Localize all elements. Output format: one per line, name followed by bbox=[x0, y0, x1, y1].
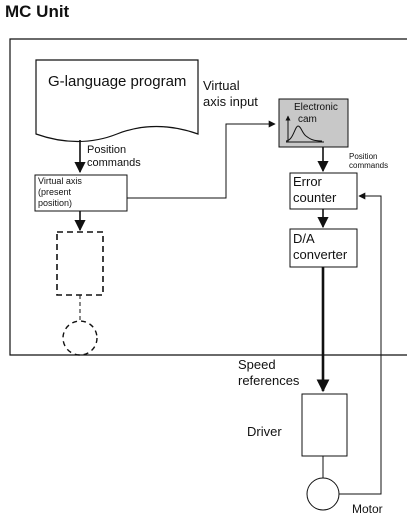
speed-references-label-1: Speed bbox=[238, 357, 276, 372]
feedback-line bbox=[339, 192, 382, 495]
driver-label: Driver bbox=[247, 424, 282, 439]
cam-profile-icon bbox=[285, 115, 324, 143]
virtual-axis-label-2: (present bbox=[38, 187, 72, 197]
position-commands-right-2: commands bbox=[349, 161, 389, 170]
cam-label-1: Electronic bbox=[294, 102, 338, 113]
virtual-axis-input-label-1: Virtual bbox=[203, 78, 240, 93]
speed-references-label-2: references bbox=[238, 373, 300, 388]
program-document-shape bbox=[35, 59, 199, 143]
virtual-axis-input-label-2: axis input bbox=[203, 94, 258, 109]
cam-label-2: cam bbox=[298, 114, 317, 125]
arrow-virtual-axis-to-cam bbox=[127, 120, 276, 199]
virtual-axis-box bbox=[34, 174, 128, 212]
driver-box bbox=[301, 393, 348, 457]
error-counter-label-1: Error bbox=[293, 174, 322, 189]
virtual-axis-label-1: Virtual axis bbox=[38, 176, 82, 186]
page-title: MC Unit bbox=[5, 2, 70, 21]
motor-label: Motor bbox=[352, 502, 383, 516]
dashed-axis-box bbox=[56, 231, 104, 296]
position-commands-left-2: commands bbox=[87, 157, 141, 169]
position-commands-left-1: Position bbox=[87, 144, 127, 156]
mc-unit-frame bbox=[9, 38, 407, 356]
error-counter-label-2: counter bbox=[293, 190, 337, 205]
da-converter-label-1: D/A bbox=[293, 231, 315, 246]
dashed-motor-circle bbox=[62, 320, 98, 356]
da-converter-label-2: converter bbox=[293, 247, 348, 262]
program-label: G-language program bbox=[48, 73, 187, 90]
position-commands-right-1: Position bbox=[349, 152, 378, 161]
motor-circle bbox=[306, 477, 340, 511]
virtual-axis-label-3: position) bbox=[38, 198, 73, 208]
